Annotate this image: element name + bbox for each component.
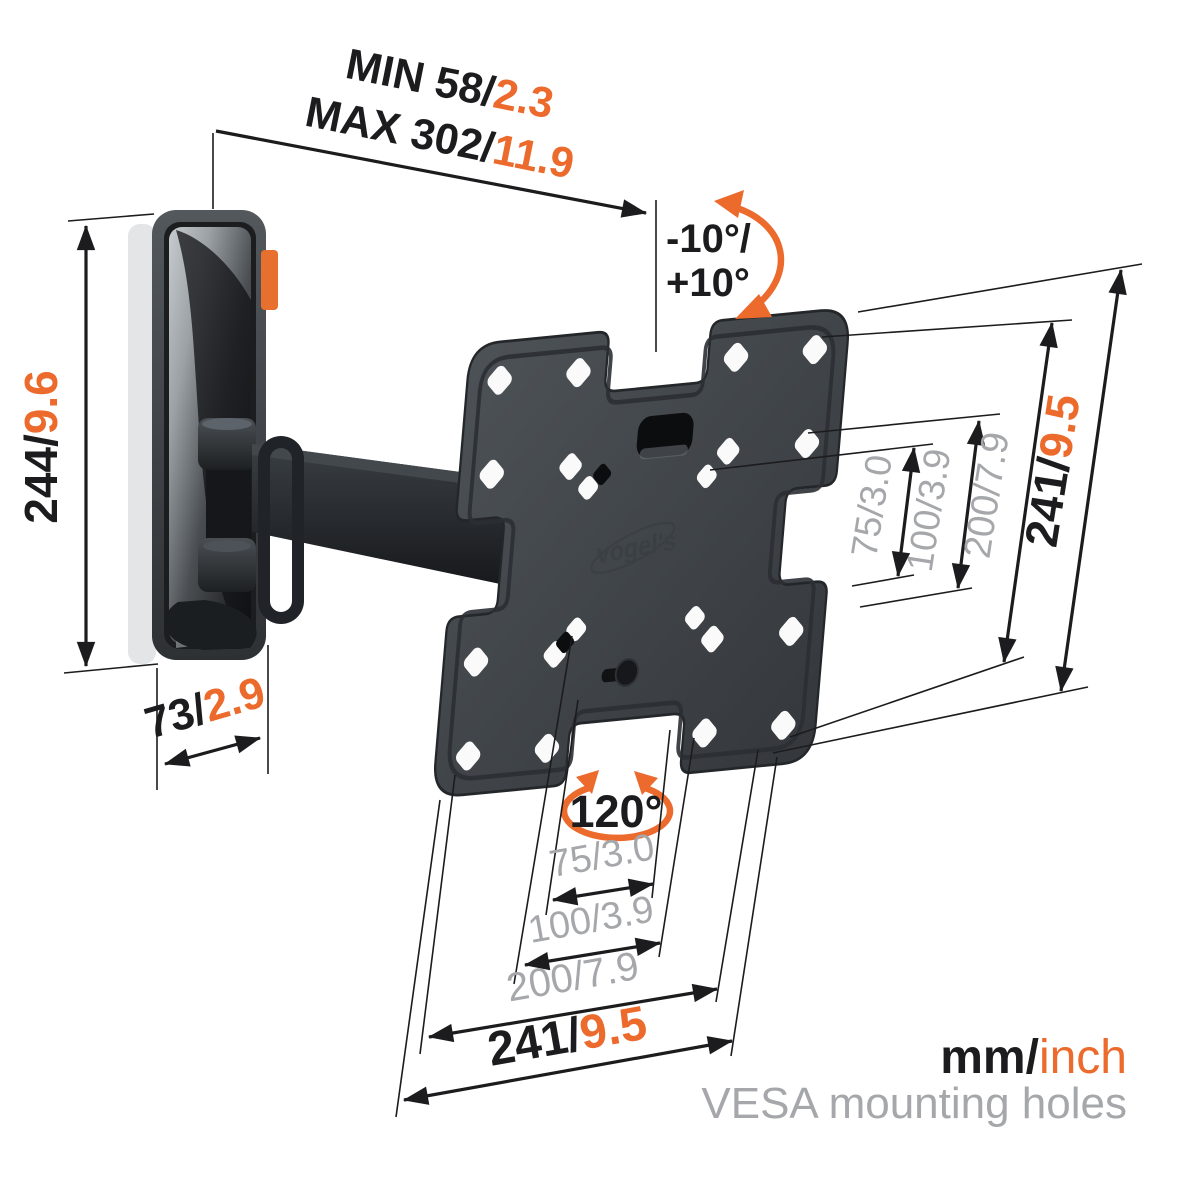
annotation-swivel: 120°	[560, 770, 674, 842]
right-241-label: 241/9.5	[1015, 391, 1090, 551]
vesa-hole	[479, 459, 504, 489]
plate-height-label: 244/9.6	[15, 370, 67, 523]
right-75-label: 75/3.0	[843, 452, 900, 560]
dimension-depth: MIN 58/2.3 MAX 302/11.9	[212, 40, 657, 352]
mounting-arm	[252, 436, 505, 624]
dimension-line-200	[998, 321, 1058, 664]
dimension-line-75	[551, 878, 655, 906]
slot-lip	[639, 444, 688, 460]
extension-line	[63, 663, 159, 674]
right-100-label: 100/3.9	[899, 446, 959, 574]
tilt-label-1: -10°/	[666, 217, 751, 261]
hinge-knuckle-bottom	[198, 538, 256, 592]
extension-line	[730, 756, 778, 1057]
vesa-hole	[771, 710, 796, 740]
extension-line	[772, 686, 1089, 754]
bottom-75-label: 75/3.0	[546, 826, 657, 886]
bottom-100-label: 100/3.9	[525, 888, 657, 951]
dimension-line-75	[891, 446, 921, 578]
vesa-hole	[487, 365, 512, 395]
swivel-arc	[560, 784, 674, 842]
right-200-label: 200/7.9	[956, 429, 1017, 561]
vesa-hole	[779, 616, 804, 646]
plate-width-label: 73/2.9	[139, 668, 270, 749]
hinge-hook	[165, 600, 257, 650]
orange-release-tab	[261, 250, 278, 310]
locking-knob	[601, 658, 639, 688]
tilt-arrow-up-icon	[714, 190, 744, 218]
dimension-line-241	[1055, 268, 1127, 693]
extension-line	[67, 213, 155, 222]
vesa-hole	[701, 625, 724, 653]
vesa-hole	[716, 437, 740, 465]
dimension-plate-width: 73/2.9	[139, 645, 271, 790]
extension-line	[651, 729, 671, 899]
swivel-arrow-right-icon	[634, 771, 658, 795]
extension-line	[419, 774, 456, 1055]
vesa-hole	[566, 617, 587, 642]
swivel-label: 120°	[569, 786, 662, 837]
dimension-group-right: 75/3.0 100/3.9 200/7.9 241/9.5	[709, 263, 1143, 754]
tilt-arc	[733, 204, 785, 309]
extension-line	[851, 574, 915, 587]
dimension-line	[215, 129, 648, 218]
vesa-hole	[578, 476, 599, 500]
extension-line	[807, 413, 1001, 434]
extension-line	[545, 699, 579, 916]
extension-line	[789, 656, 1025, 738]
arm-top-face	[252, 444, 505, 489]
vesa-hole	[463, 647, 489, 677]
extension-line	[513, 635, 573, 985]
legend-units: mm/inch	[940, 1031, 1127, 1084]
legend: mm/inch VESA mounting holes	[701, 1031, 1127, 1128]
bottom-241-label: 241/9.5	[484, 997, 651, 1077]
extension-line	[715, 749, 759, 1003]
cable-strap	[258, 436, 304, 624]
dimension-line-100	[523, 937, 662, 971]
dimension-line	[163, 735, 262, 767]
vesa-hole	[692, 718, 717, 748]
hinge-knuckle-bottom-highlight	[203, 540, 251, 552]
extension-line	[821, 319, 1073, 338]
dimension-line-100	[951, 419, 986, 590]
extension-line	[658, 737, 695, 958]
extension-line	[859, 587, 973, 608]
hinge-assembly	[165, 418, 257, 650]
vesa-hole	[794, 429, 820, 459]
legend-caption: VESA mounting holes	[701, 1079, 1127, 1128]
wall-shadow	[128, 224, 156, 664]
annotation-tilt: -10°/ +10°	[666, 190, 785, 319]
dimension-line-241	[402, 1036, 734, 1105]
dimension-plate-height: 244/9.6	[15, 213, 159, 674]
logo-orbit	[590, 521, 676, 575]
top-slot	[636, 412, 694, 460]
tilt-label-2: +10°	[666, 261, 750, 305]
vesa-hole	[723, 342, 749, 372]
vesa-hole	[566, 358, 591, 388]
vesa-hole	[802, 335, 827, 365]
wall-mount-illustration: vogel's	[128, 210, 852, 800]
hinge-knuckle-top-highlight	[202, 418, 252, 430]
extension-line	[395, 799, 441, 1118]
knob-cap	[614, 658, 639, 688]
swivel-arrow-left-icon	[576, 770, 599, 794]
vesa-hole	[456, 741, 481, 771]
small-dark-hole	[593, 463, 612, 486]
vesa-hole	[559, 453, 582, 480]
extension-line	[857, 263, 1143, 313]
tilt-arrow-down-icon	[735, 294, 772, 319]
vesa-plate: vogel's	[431, 306, 852, 800]
vesa-hole	[534, 733, 560, 763]
hinge-knuckle-top	[198, 418, 256, 470]
vesa-hole	[684, 605, 705, 630]
dimension-line-200	[427, 983, 719, 1043]
